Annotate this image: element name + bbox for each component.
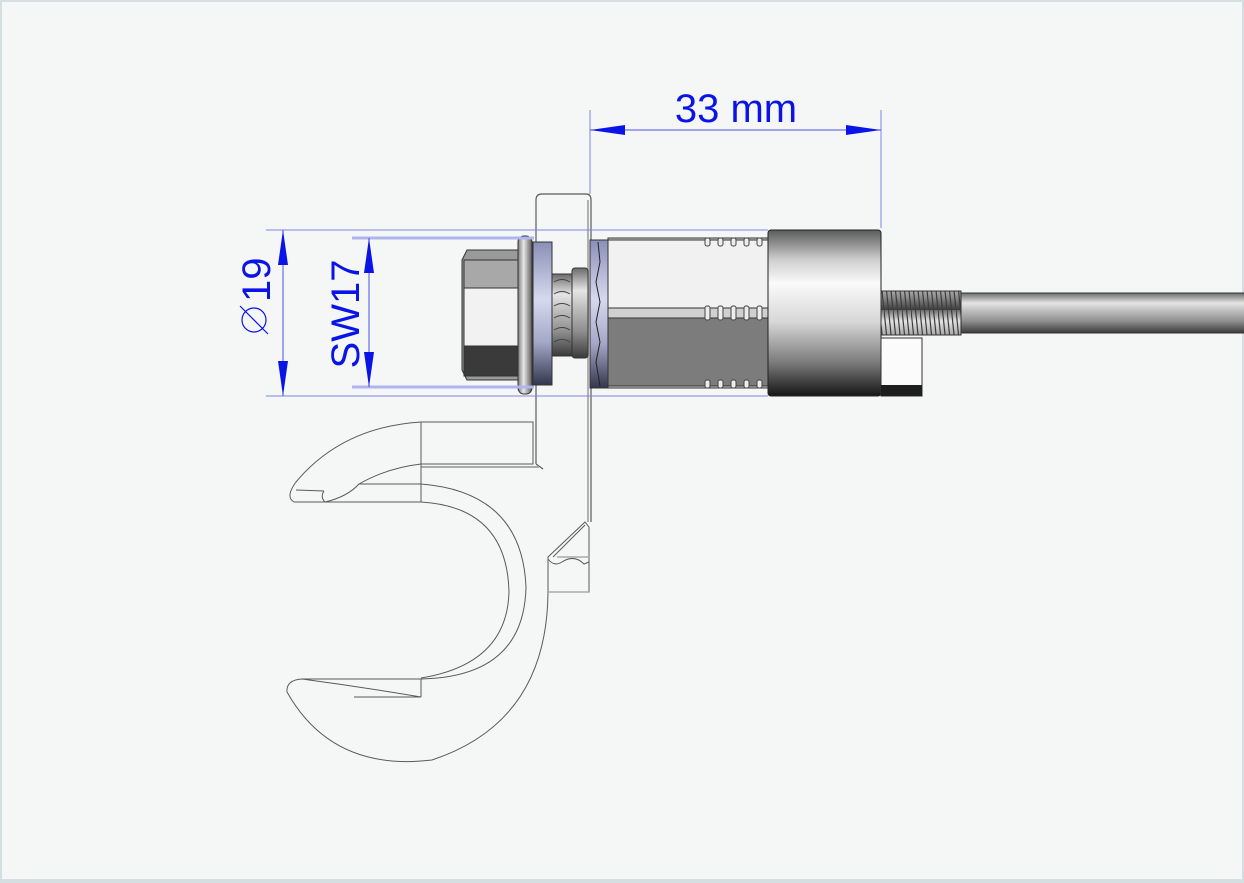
hex-bolt-head [461,249,523,381]
washer-right [589,239,609,389]
round-collar [767,229,882,397]
dimension-wrench-size-label: SW17 [324,260,368,369]
hook [286,421,590,763]
bolt-flange [517,235,533,395]
washer-left [532,241,553,386]
dimension-length: 33 mm [589,87,882,228]
rod-thread [880,290,962,336]
hex-sleeve [607,237,769,389]
dimension-diameter: 19 [235,229,768,397]
dimension-length-label: 33 mm [675,87,797,131]
dimension-diameter-label: 19 [235,258,279,303]
diameter-symbol-icon [241,307,267,333]
threaded-stub [551,267,589,359]
dimension-wrench-size: SW17 [324,236,534,389]
rod [960,292,1244,334]
